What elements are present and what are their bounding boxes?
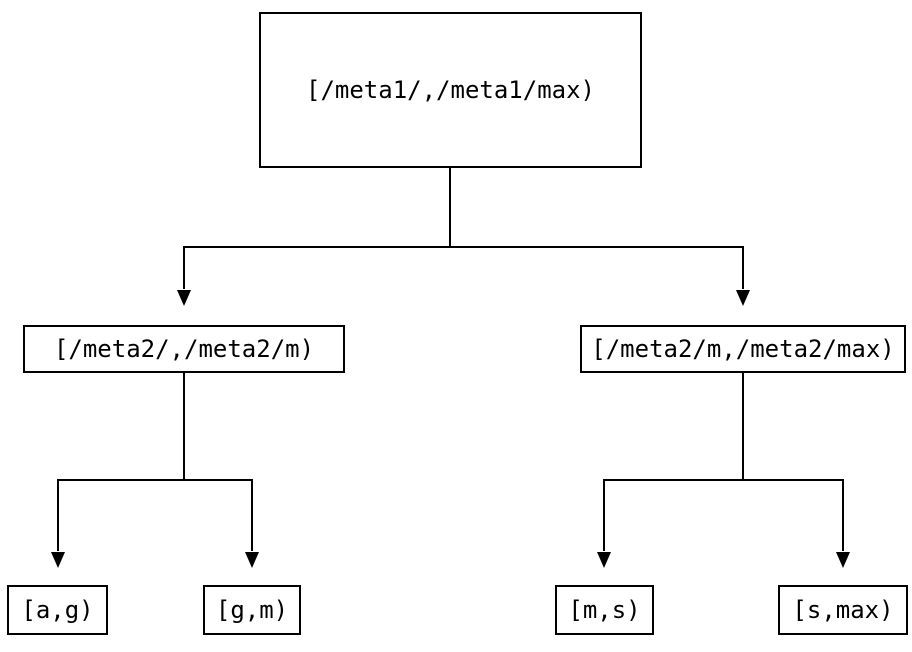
arrowhead-leaf-gm [245, 552, 259, 568]
arrowhead-leaf-smax [836, 552, 850, 568]
node-label: [g,m) [215, 596, 289, 624]
arrowhead-leaf-ag [51, 552, 65, 568]
node-leaf-a-g: [a,g) [7, 585, 108, 635]
arrowhead-left-child [177, 290, 191, 306]
node-leaf-g-m: [g,m) [203, 585, 301, 635]
node-meta2-low-range: [/meta2/,/meta2/m) [23, 325, 345, 373]
node-label: [a,g) [21, 596, 94, 624]
node-root-meta1-range: [/meta1/,/meta1/max) [259, 12, 642, 168]
arrowhead-right-child [736, 290, 750, 306]
node-meta2-high-range: [/meta2/m,/meta2/max) [580, 325, 906, 373]
node-leaf-m-s: [m,s) [555, 585, 654, 635]
node-label: [m,s) [568, 596, 641, 624]
node-label: [s,max) [792, 596, 894, 624]
edge-meta2high-to-leaves [597, 373, 850, 568]
node-label: [/meta2/,/meta2/m) [53, 335, 315, 363]
node-label: [/meta1/,/meta1/max) [306, 76, 595, 104]
node-leaf-s-max: [s,max) [778, 585, 908, 635]
node-label: [/meta2/m,/meta2/max) [591, 335, 895, 363]
arrowhead-leaf-ms [597, 552, 611, 568]
edge-root-to-children [177, 168, 750, 306]
edge-meta2low-to-leaves [51, 373, 259, 568]
